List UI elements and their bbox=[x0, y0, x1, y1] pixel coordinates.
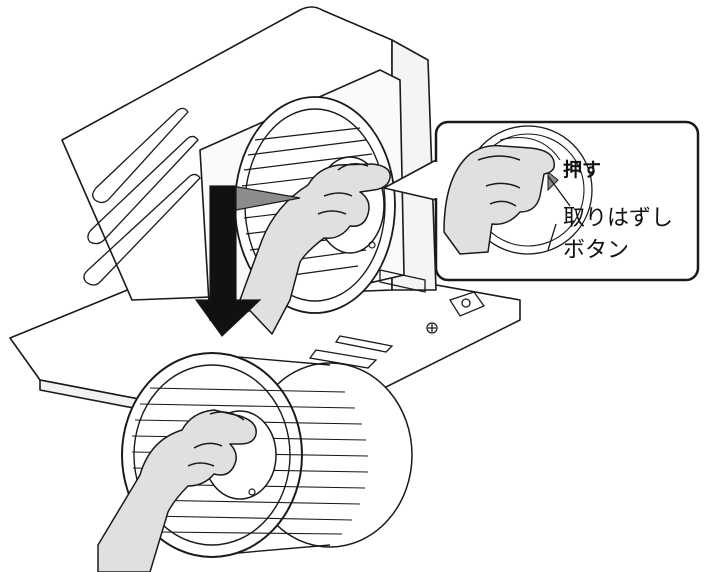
release-button-label-line1: 取りはずし bbox=[563, 206, 674, 231]
removal-arrow bbox=[194, 185, 301, 337]
release-button-leader bbox=[547, 175, 571, 207]
release-button-leader-tail bbox=[547, 223, 557, 251]
hand-on-installed-fan bbox=[239, 163, 391, 335]
housing-slots bbox=[83, 107, 426, 293]
release-button-label-line2: ボタン bbox=[563, 238, 630, 263]
hand-holding-removed-fan bbox=[97, 409, 257, 572]
zoom-hand bbox=[443, 144, 556, 255]
push-label: 押す bbox=[563, 159, 602, 181]
tray-details bbox=[308, 291, 486, 369]
zoom-callout bbox=[381, 120, 700, 282]
